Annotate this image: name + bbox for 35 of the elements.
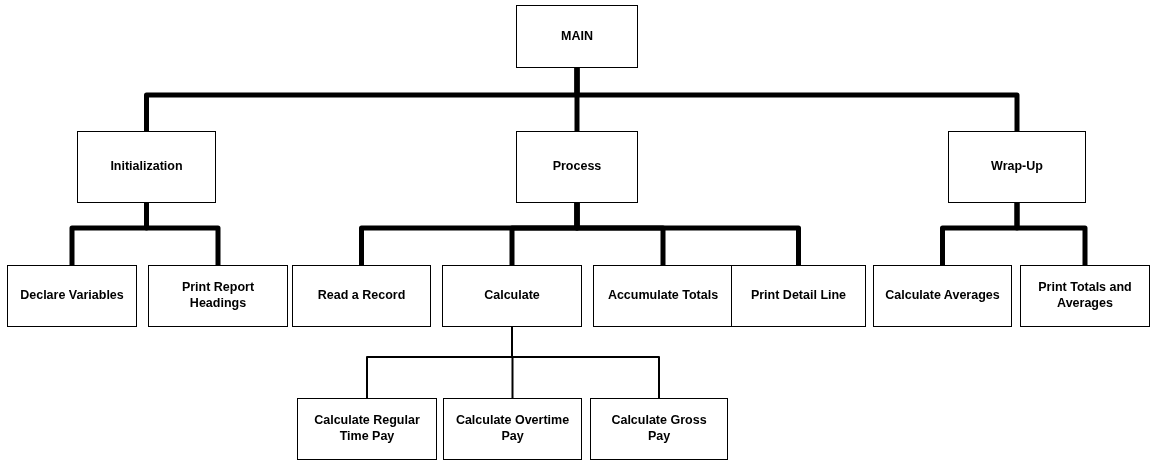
module-box <box>77 131 216 203</box>
connector-line <box>1014 203 1088 265</box>
module-label: Print Totals and Averages <box>1037 280 1133 312</box>
module-box <box>948 131 1086 203</box>
module-box <box>516 131 638 203</box>
module-label: Process <box>552 159 602 175</box>
connector-line <box>144 203 221 265</box>
module-label: Calculate Averages <box>885 288 1000 304</box>
module-box <box>590 398 728 460</box>
module-box <box>148 265 288 327</box>
module-label: Calculate Regular Time Pay <box>313 413 421 445</box>
module-label: Read a Record <box>317 288 406 304</box>
module-label: Accumulate Totals <box>607 288 719 304</box>
module-box <box>443 398 582 460</box>
module-box <box>1020 265 1150 327</box>
module-box <box>297 398 437 460</box>
module-label: Calculate <box>484 288 540 304</box>
module-label: Calculate Gross Pay <box>610 413 708 445</box>
connector-line <box>511 326 660 399</box>
module-box <box>7 265 137 327</box>
module-box <box>516 5 638 68</box>
module-box <box>873 265 1012 327</box>
module-label: Wrap-Up <box>991 159 1043 175</box>
module-box <box>731 265 866 327</box>
connector-line <box>574 68 1020 131</box>
module-box <box>593 265 733 327</box>
module-box <box>442 265 582 327</box>
module-label: MAIN <box>561 28 593 45</box>
module-label: Print Detail Line <box>750 288 847 304</box>
module-label: Calculate Overtime Pay <box>454 413 571 445</box>
module-box <box>292 265 431 327</box>
module-label: Print Report Headings <box>180 280 256 312</box>
connector-line <box>574 203 801 265</box>
module-label: Declare Variables <box>20 288 124 304</box>
module-label: Initialization <box>110 159 183 175</box>
